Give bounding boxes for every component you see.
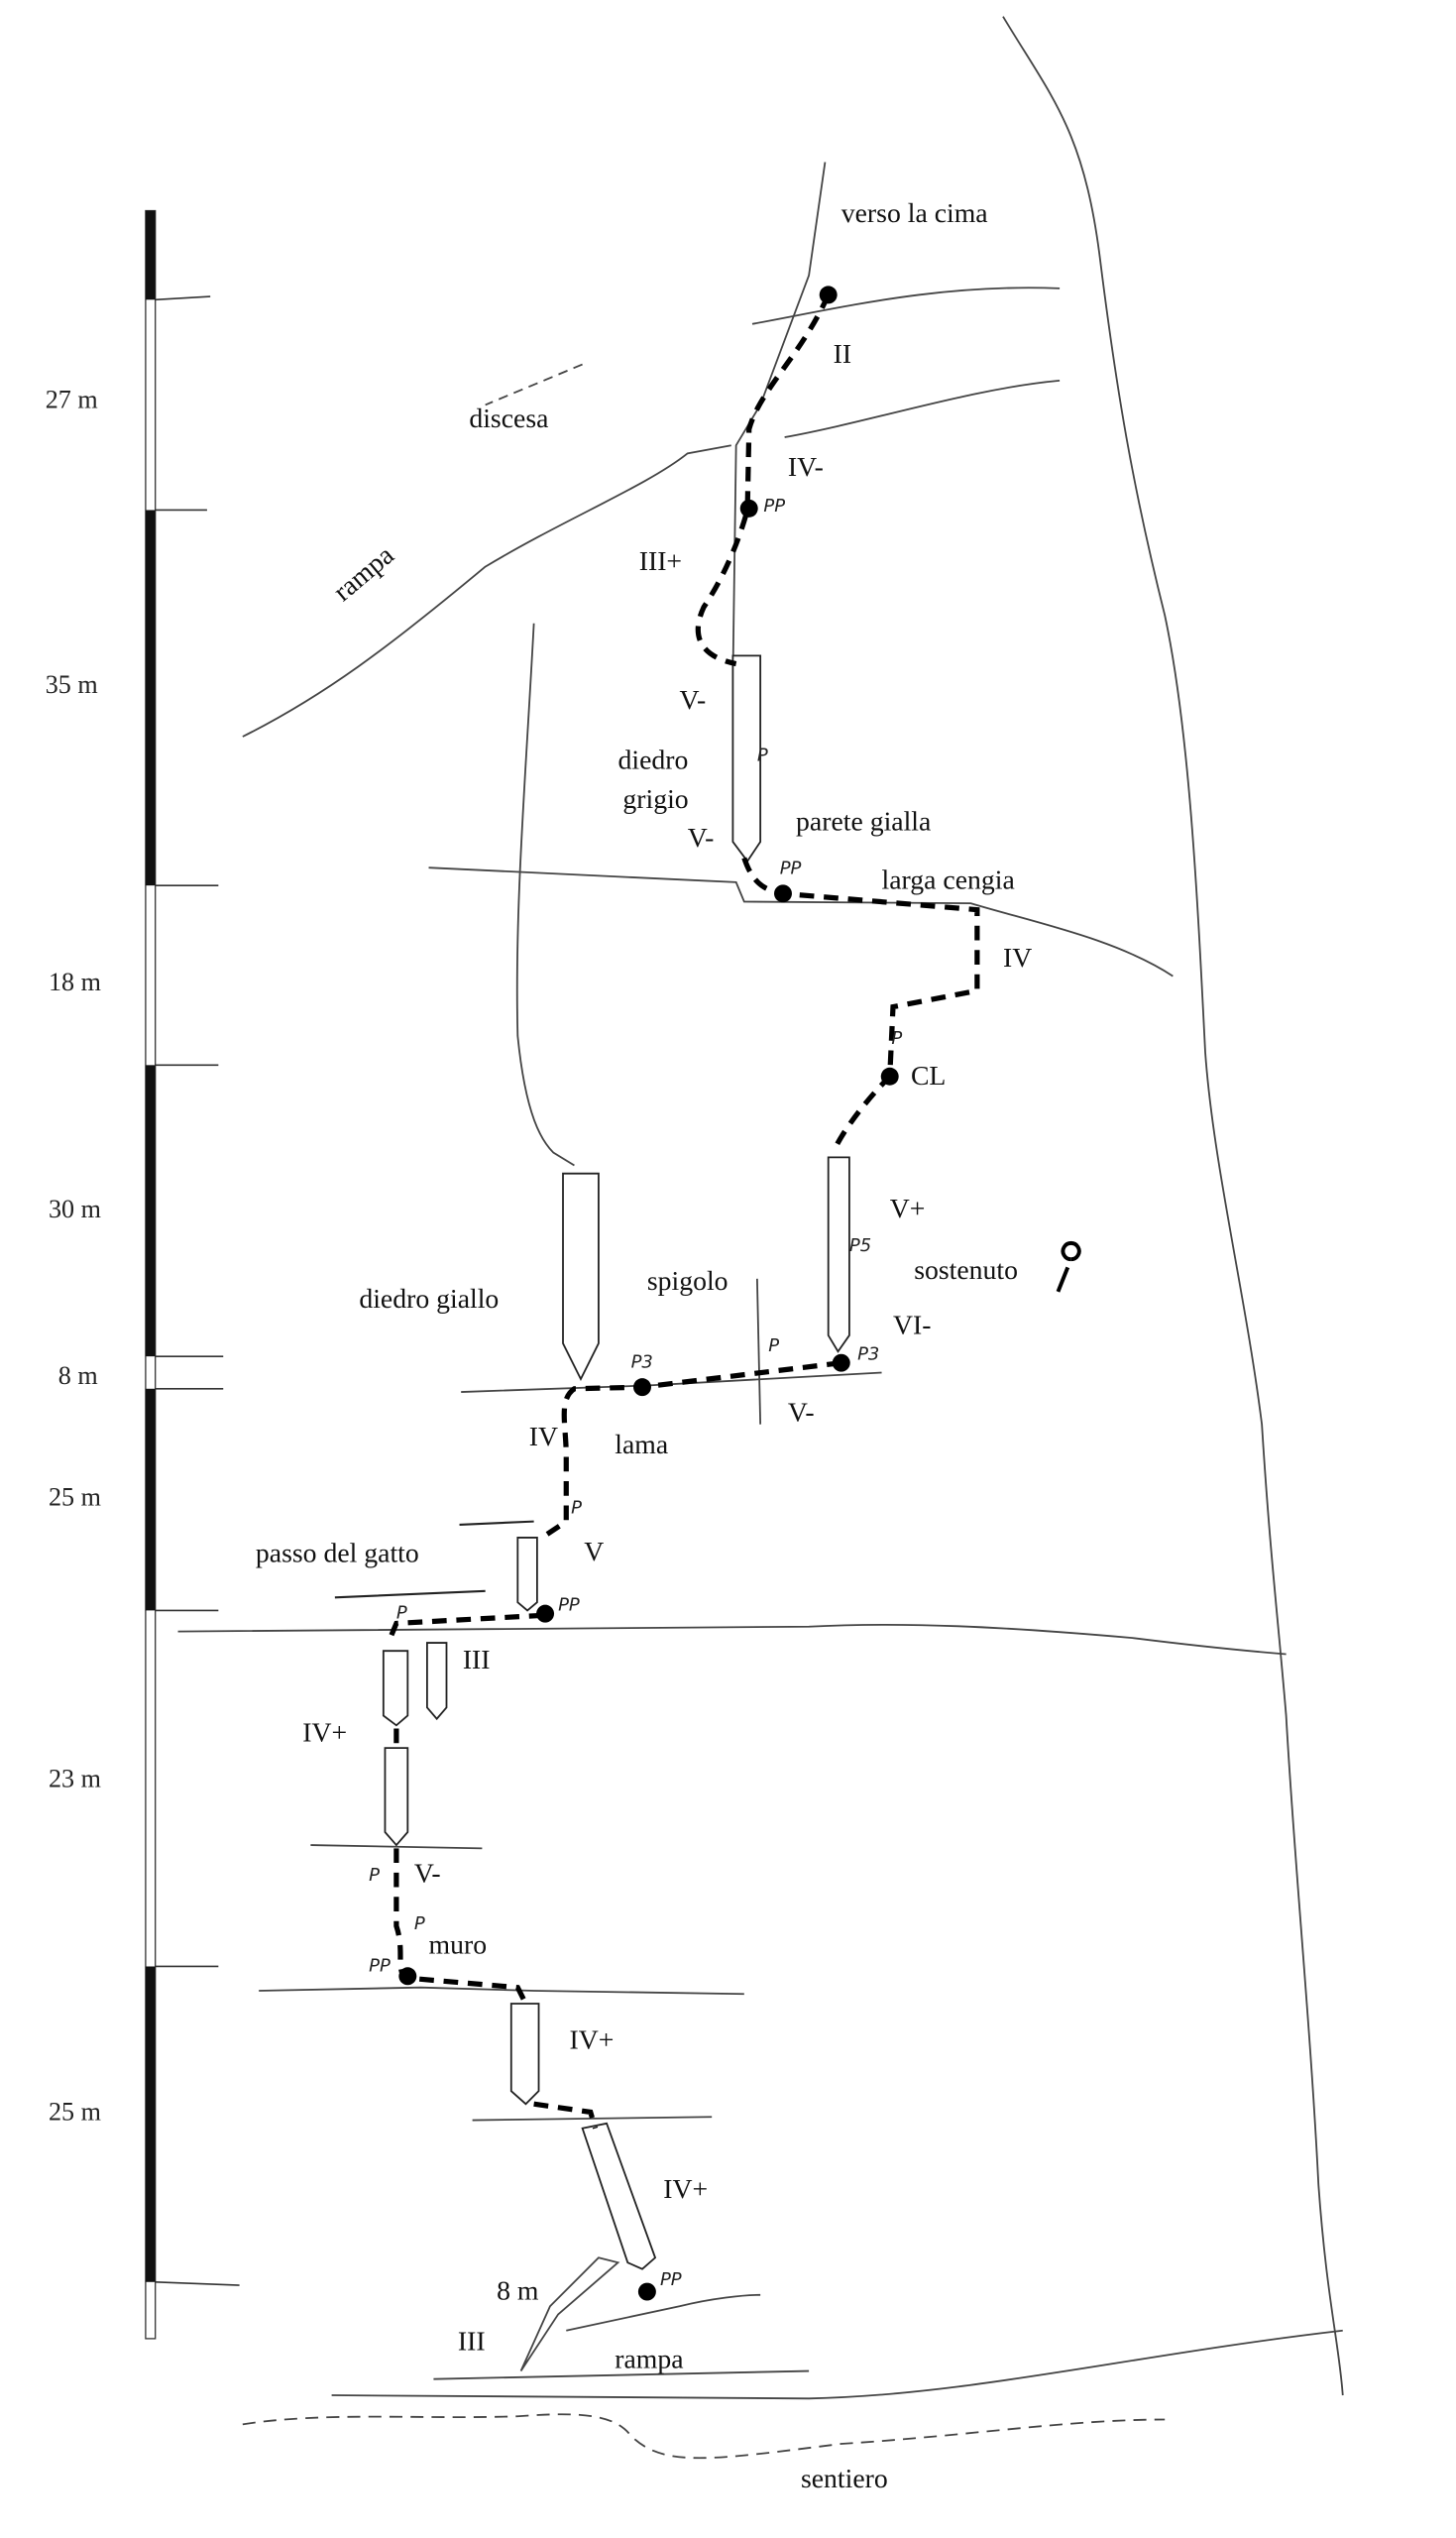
scale-bar: 27 m 35 m 18 m 30 m 8 m 25 m 23 m 25 m xyxy=(46,209,240,2340)
svg-text:P3: P3 xyxy=(631,1352,653,1373)
label: IV+ xyxy=(663,2174,708,2205)
scale-label: 30 m xyxy=(49,1195,101,1223)
label: larga cengia xyxy=(882,865,1015,895)
label: V- xyxy=(788,1397,815,1428)
label: CL xyxy=(911,1061,946,1092)
svg-text:P: P xyxy=(396,1603,407,1624)
scale-label: 25 m xyxy=(49,2098,101,2127)
label: II xyxy=(834,339,851,370)
scale-label: 27 m xyxy=(46,386,98,414)
svg-text:P: P xyxy=(891,1028,902,1049)
svg-text:P: P xyxy=(369,1865,380,1886)
label: rampa xyxy=(328,540,400,608)
label: rampa xyxy=(615,2344,683,2374)
label: verso la cima xyxy=(841,198,988,229)
label: IV+ xyxy=(570,2025,615,2056)
label: V xyxy=(584,1537,604,1567)
climbing-route xyxy=(386,293,980,2130)
dihedral-symbols xyxy=(382,654,850,2270)
scale-label: 8 m xyxy=(58,1361,98,1390)
label: parete gialla xyxy=(796,807,931,838)
svg-text:P: P xyxy=(768,1335,779,1356)
label: 8 m xyxy=(497,2276,539,2307)
route-labels: verso la cima II discesa IV- rampa III+ … xyxy=(256,198,1032,2494)
label: IV+ xyxy=(302,1718,347,1749)
rock-outlines xyxy=(177,16,1344,2460)
label: IV xyxy=(529,1422,558,1452)
label: diedro giallo xyxy=(359,1284,499,1315)
svg-text:PP: PP xyxy=(369,1955,391,1976)
label: IV xyxy=(1003,943,1032,974)
label: VI- xyxy=(893,1310,932,1340)
piton-icon xyxy=(1056,1240,1081,1293)
label: sentiero xyxy=(801,2464,888,2494)
svg-text:PP: PP xyxy=(660,2269,682,2290)
svg-text:P: P xyxy=(414,1913,425,1934)
svg-text:P: P xyxy=(571,1497,582,1518)
scale-label: 25 m xyxy=(49,1482,101,1511)
label: V- xyxy=(414,1859,441,1890)
svg-text:P5: P5 xyxy=(849,1235,871,1256)
label: spigolo xyxy=(647,1266,728,1297)
label: III+ xyxy=(639,546,682,577)
label: V+ xyxy=(890,1194,926,1224)
svg-text:PP: PP xyxy=(780,859,802,879)
label: V- xyxy=(688,823,715,854)
label: sostenuto xyxy=(914,1255,1018,1286)
protection-marks: PP PP P P P5 P3 P3 P P PP P P P PP PP xyxy=(369,496,1081,2290)
scale-label: 23 m xyxy=(49,1764,101,1792)
label: discesa xyxy=(469,404,548,434)
svg-text:P: P xyxy=(757,745,768,765)
label: lama xyxy=(615,1430,668,1460)
svg-text:PP: PP xyxy=(763,496,785,517)
svg-text:P3: P3 xyxy=(857,1343,879,1364)
scale-label: 35 m xyxy=(46,670,98,699)
label: III xyxy=(458,2326,486,2357)
label: diedro xyxy=(618,746,689,776)
label: grigio xyxy=(622,784,688,815)
label: V- xyxy=(680,685,707,716)
label: muro xyxy=(429,1929,488,1960)
label: IV- xyxy=(788,452,824,483)
belay-stations xyxy=(398,286,899,2301)
scale-label: 18 m xyxy=(49,968,101,996)
label: passo del gatto xyxy=(256,1538,419,1568)
svg-text:PP: PP xyxy=(558,1594,580,1615)
label: III xyxy=(463,1645,491,1675)
